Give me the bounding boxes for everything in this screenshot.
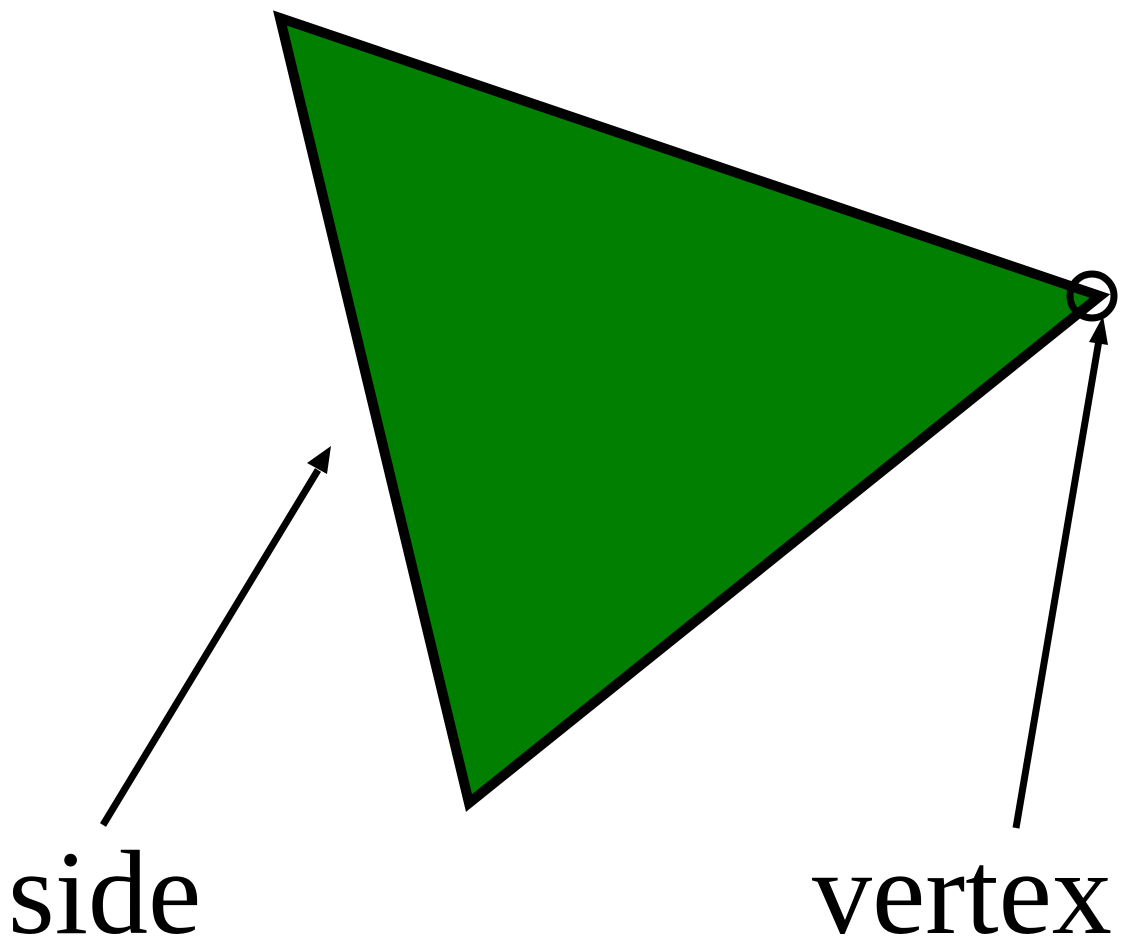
vertex-marker-circle [1066,270,1118,322]
side-arrow-head [307,446,331,474]
vertex-arrow-shaft [1012,339,1103,829]
vertex-label: vertex [812,826,1112,945]
vertex-arrow-head [1089,316,1108,345]
side-label: side [8,826,201,945]
side-arrow-shaft [100,468,321,827]
triangle-shape [273,10,1111,812]
